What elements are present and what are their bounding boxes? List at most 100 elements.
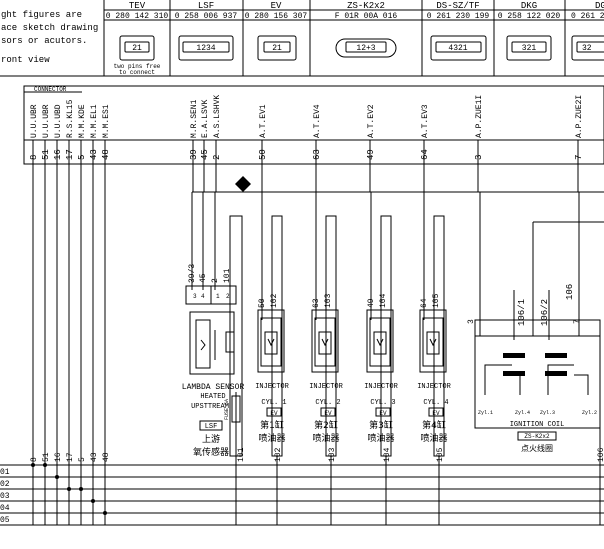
connector-zs-pins: 12+3 [356, 44, 375, 53]
ignition-zyl3: Zyl.3 [540, 410, 555, 416]
lambda-code: LSF [205, 423, 218, 431]
injector-cyl: CYL. 1 [261, 399, 286, 407]
junction-dot-icon [79, 487, 83, 491]
injector-cn1: 第1缸 [260, 419, 284, 431]
connector-dkg-pins: 321 [522, 44, 537, 53]
injector-pin-a: 50 [258, 298, 267, 308]
injector-bottom-pin: 103 [328, 447, 337, 462]
pin-number: 43 [89, 149, 99, 160]
connector-zs-icon [335, 38, 397, 58]
junction-dot-icon [67, 487, 71, 491]
bus-pin: 43 [90, 452, 99, 462]
header-part-ev: 0 280 156 307 [245, 12, 308, 21]
ignition-top-pin: 106 [565, 284, 575, 300]
lambda-pin-2: 2 [211, 278, 220, 283]
pin-number: 51 [41, 149, 51, 160]
pin-number: 7 [574, 155, 584, 160]
header-name-dg: DG [595, 1, 604, 11]
bus-pin: 16 [54, 452, 63, 462]
ignition-coil [474, 192, 604, 525]
header-name-zs: ZS-K2x2 [347, 1, 385, 11]
bus-pin: 5 [78, 457, 87, 462]
injector-cn2: 喷油器 [258, 432, 285, 444]
header-part-ds: 0 261 230 199 [427, 12, 490, 21]
connector-dg-pins: 32 [582, 44, 592, 53]
ignition-title: IGNITION COIL [510, 421, 565, 429]
bus-label: 05 [0, 516, 10, 525]
signal-label: M.M.EL1 [90, 104, 99, 138]
injector-code: EV [324, 410, 332, 417]
pin-number: 16 [53, 149, 63, 160]
header-name-lsf: LSF [198, 1, 214, 11]
junction-dot-icon [91, 499, 95, 503]
injector-cyl: CYL. 2 [315, 399, 340, 407]
pin-number: 8 [29, 155, 39, 160]
pin-number: 45 [200, 149, 210, 160]
lambda-sub2: UPSTTREAM [191, 403, 229, 411]
junction-dot-icon [55, 475, 59, 479]
connector-ev-pins: 21 [272, 44, 282, 53]
coil-winding-right-icon [545, 353, 567, 376]
ground-symbol-icon [235, 176, 251, 192]
pin-number: 64 [420, 149, 430, 160]
wires [32, 140, 579, 525]
signal-label: A.T.EV3 [421, 104, 430, 138]
signal-label: A.P.ZUE2I [575, 95, 584, 138]
bus-pin: 51 [42, 452, 51, 462]
ignition-pin-3: 3 [467, 319, 476, 324]
signal-label: R.S.KL15 [66, 99, 75, 138]
pin-number: 5 [77, 155, 87, 160]
injector-code-box [375, 407, 391, 417]
signal-label: A.P.ZUE1I [475, 95, 484, 138]
lambda-pin-39-3: 39/3 [188, 264, 197, 283]
header-part-zs: F 01R 00A 016 [335, 12, 398, 21]
connector-dg-icon [571, 35, 604, 61]
injector-cn1: 第2缸 [314, 419, 338, 431]
ignition-pin-7: 7 [573, 319, 582, 324]
lambda-block-4: 4 [201, 293, 205, 300]
legend-line-2: ace sketch drawing [1, 23, 98, 33]
lambda-block-2: 2 [226, 293, 230, 300]
injector-cn2: 喷油器 [312, 432, 339, 444]
injector-pin-b: 103 [324, 293, 333, 308]
connector-ds-pins: 4321 [448, 44, 467, 53]
bus-pin: 48 [102, 452, 111, 462]
connector-tev-icon [119, 35, 155, 61]
header-name-tev: TEV [129, 1, 146, 11]
pin-number: 49 [366, 149, 376, 160]
header-part-dkg: 0 258 122 020 [498, 12, 561, 21]
junction-dot-icon [31, 463, 35, 467]
pin-number: 48 [101, 149, 111, 160]
injector-code: EV [270, 410, 278, 417]
header-table [0, 0, 604, 77]
injector-pin-a: 63 [312, 298, 321, 308]
lambda-sub1: HEATED [200, 393, 225, 401]
ignition-mid-left: 106/1 [517, 299, 527, 326]
ignition-code-box [517, 431, 557, 441]
connector-ds-icon [430, 35, 487, 61]
signal-label: U.U.UBR [30, 104, 39, 138]
lambda-code-box [199, 420, 223, 431]
bus-label: 04 [0, 504, 10, 513]
injector-pin-b: 105 [432, 293, 441, 308]
injector-code: EV [432, 410, 440, 417]
signal-label: M.R.SEN1 [190, 99, 199, 138]
signal-label: A.S.LSHVK [213, 95, 222, 138]
signal-label: U.U.UBD [54, 104, 63, 138]
lambda-cn1: 上游 [202, 433, 220, 445]
injector-bottom-pin: 102 [274, 447, 283, 462]
injector-title: INJECTOR [364, 383, 398, 391]
connector-lsf-icon [178, 35, 234, 61]
junction-dot-icon [103, 511, 107, 515]
injector-title: INJECTOR [417, 383, 451, 391]
ignition-code: ZS-K2x2 [524, 433, 550, 440]
bus-label: 01 [0, 468, 10, 477]
injector-code-box [320, 407, 336, 417]
connector-tev-pins: 21 [132, 44, 142, 53]
lambda-sensor [185, 192, 243, 525]
junction-dot-icon [43, 463, 47, 467]
ignition-zyl1: Zyl.1 [478, 410, 493, 416]
